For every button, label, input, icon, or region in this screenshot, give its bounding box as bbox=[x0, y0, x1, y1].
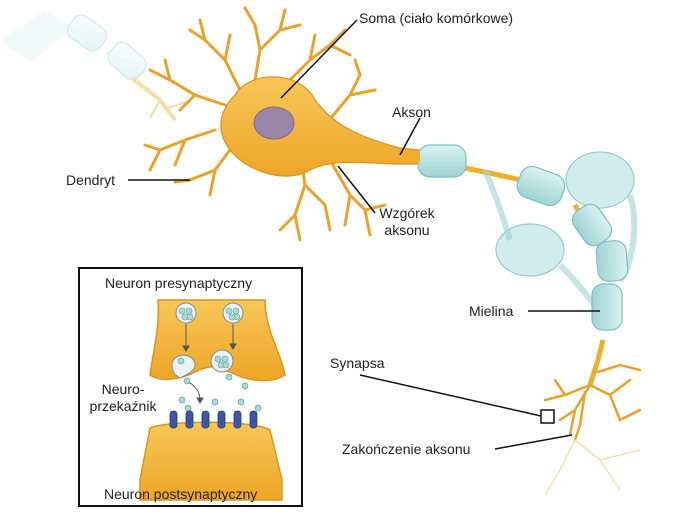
label-wzgorek-line2: aksonu bbox=[384, 222, 430, 238]
synapse-marker bbox=[540, 409, 555, 424]
soma-body bbox=[220, 76, 421, 177]
receptors bbox=[169, 410, 258, 429]
axon-terminals bbox=[543, 363, 642, 442]
myelin-sheath bbox=[417, 144, 638, 386]
nucleus bbox=[253, 106, 295, 140]
label-neuro-line2: przekaźnik bbox=[89, 398, 157, 414]
axon-trunk bbox=[400, 150, 420, 163]
label-zakonczenie: Zakończenie aksonu bbox=[342, 441, 471, 457]
input-axon-faded bbox=[0, 10, 186, 122]
dendrites bbox=[143, 6, 387, 242]
label-wzgorek: Wzgórek aksonu bbox=[374, 205, 440, 239]
inset-title-presynaptic: Neuron presynaptyczny bbox=[105, 275, 253, 291]
leader-lines bbox=[128, 19, 600, 450]
synaptic-vesicles bbox=[171, 302, 244, 379]
label-neuro-line1: Neuro- bbox=[101, 381, 145, 397]
neurotransmitters bbox=[178, 373, 262, 412]
label-mielina: Mielina bbox=[469, 303, 514, 319]
label-soma: Soma (ciało komórkowe) bbox=[359, 10, 514, 26]
faded-terminals bbox=[544, 439, 641, 496]
postsynaptic-terminal bbox=[139, 421, 283, 501]
label-wzgorek-line1: Wzgórek bbox=[379, 205, 435, 221]
inset-title-postsynaptic: Neuron postsynaptyczny bbox=[104, 486, 258, 502]
label-synapsa: Synapsa bbox=[330, 355, 385, 371]
label-dendryt: Dendryt bbox=[66, 172, 116, 188]
label-akson: Akson bbox=[392, 104, 431, 120]
label-neuroprzekaznik: Neuro- przekaźnik bbox=[82, 381, 164, 415]
